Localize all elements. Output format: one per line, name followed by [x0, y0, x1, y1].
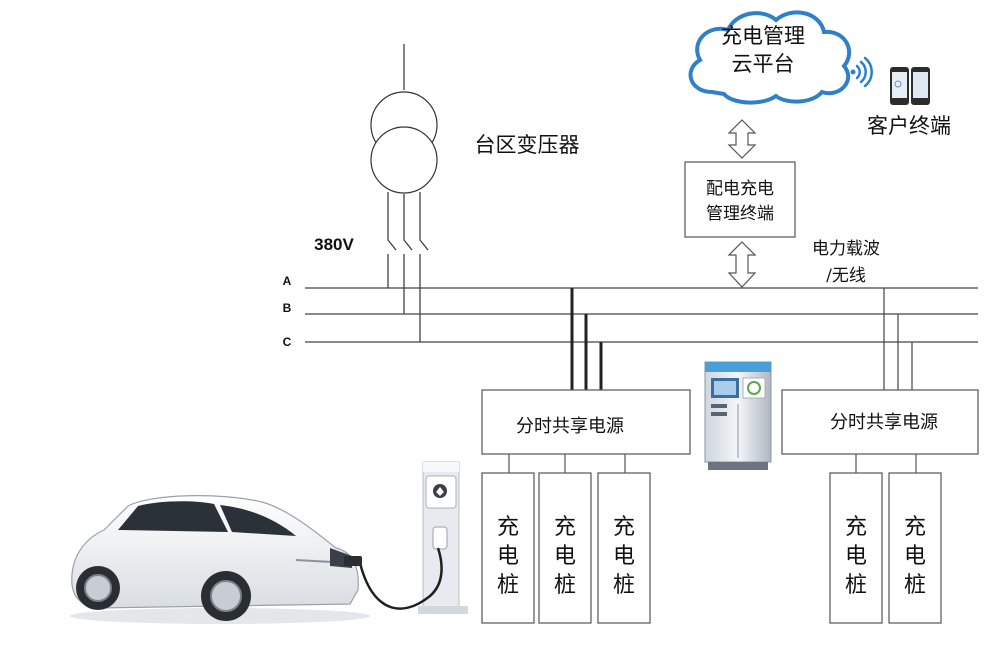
cloud-platform: 充电管理 云平台: [688, 10, 852, 105]
charging-pile-char: 桩: [497, 573, 519, 598]
left-shared-power-source: 分时共享电源: [481, 389, 691, 455]
wifi-icon: [850, 56, 873, 88]
three-phase-bus: [305, 287, 978, 343]
charging-pile: 充 电 桩: [597, 472, 651, 624]
distribution-charging-terminal: 配电充电 管理终端: [684, 161, 796, 238]
cloud-label-line1: 充电管理: [721, 24, 805, 48]
right-power-label: 分时共享电源: [830, 412, 938, 433]
charging-pile-char: 桩: [554, 573, 576, 598]
left-feeders: [570, 288, 603, 390]
charging-pile: 充 电 桩: [888, 472, 942, 624]
charging-pile: 充 电 桩: [538, 472, 592, 624]
comm-label-line2: /无线: [826, 266, 866, 286]
right-charger-links: [855, 454, 917, 473]
left-power-label: 分时共享电源: [516, 416, 624, 437]
charging-pile: 充 电 桩: [481, 472, 535, 624]
charging-pile-char: 桩: [904, 573, 926, 598]
charging-pile-char: 充: [904, 515, 926, 540]
charging-pile-char: 充: [845, 515, 867, 540]
double-arrow-icon: [727, 241, 757, 288]
charging-pile-char: 电: [497, 544, 519, 569]
phone-icon: [890, 67, 930, 105]
charging-pile-char: 桩: [613, 573, 635, 598]
charging-pile-char: 电: [845, 544, 867, 569]
right-feeders: [883, 288, 913, 390]
double-arrow-icon: [727, 119, 757, 159]
transformer: [370, 44, 438, 342]
charging-pile: 充 电 桩: [829, 472, 883, 624]
charging-pile-char: 电: [904, 544, 926, 569]
charging-pile-char: 电: [613, 544, 635, 569]
cloud-label-line2: 云平台: [732, 52, 795, 76]
electric-car-illustration: [70, 495, 370, 624]
phase-label-a: A: [283, 274, 292, 288]
phase-label-c: C: [283, 335, 292, 349]
charging-cable: [358, 547, 443, 610]
left-charger-links: [508, 454, 626, 473]
right-shared-power-source: 分时共享电源: [781, 389, 979, 455]
charging-pile-char: 充: [554, 515, 576, 540]
charging-pile-char: 桩: [845, 573, 867, 598]
charging-pile-char: 电: [554, 544, 576, 569]
terminal-label-line2: 管理终端: [706, 204, 774, 224]
client-terminal-label: 客户终端: [867, 114, 951, 138]
phase-label-b: B: [283, 301, 292, 315]
wall-charger-illustration: [418, 461, 468, 614]
charging-cabinet-illustration: [704, 361, 772, 470]
voltage-label: 380V: [314, 235, 354, 254]
terminal-label-line1: 配电充电: [706, 179, 774, 199]
comm-label-line1: 电力载波: [812, 239, 880, 259]
charging-pile-char: 充: [613, 515, 635, 540]
transformer-label: 台区变压器: [475, 133, 580, 157]
charging-pile-char: 充: [497, 515, 519, 540]
cloud-shape: [688, 10, 852, 105]
